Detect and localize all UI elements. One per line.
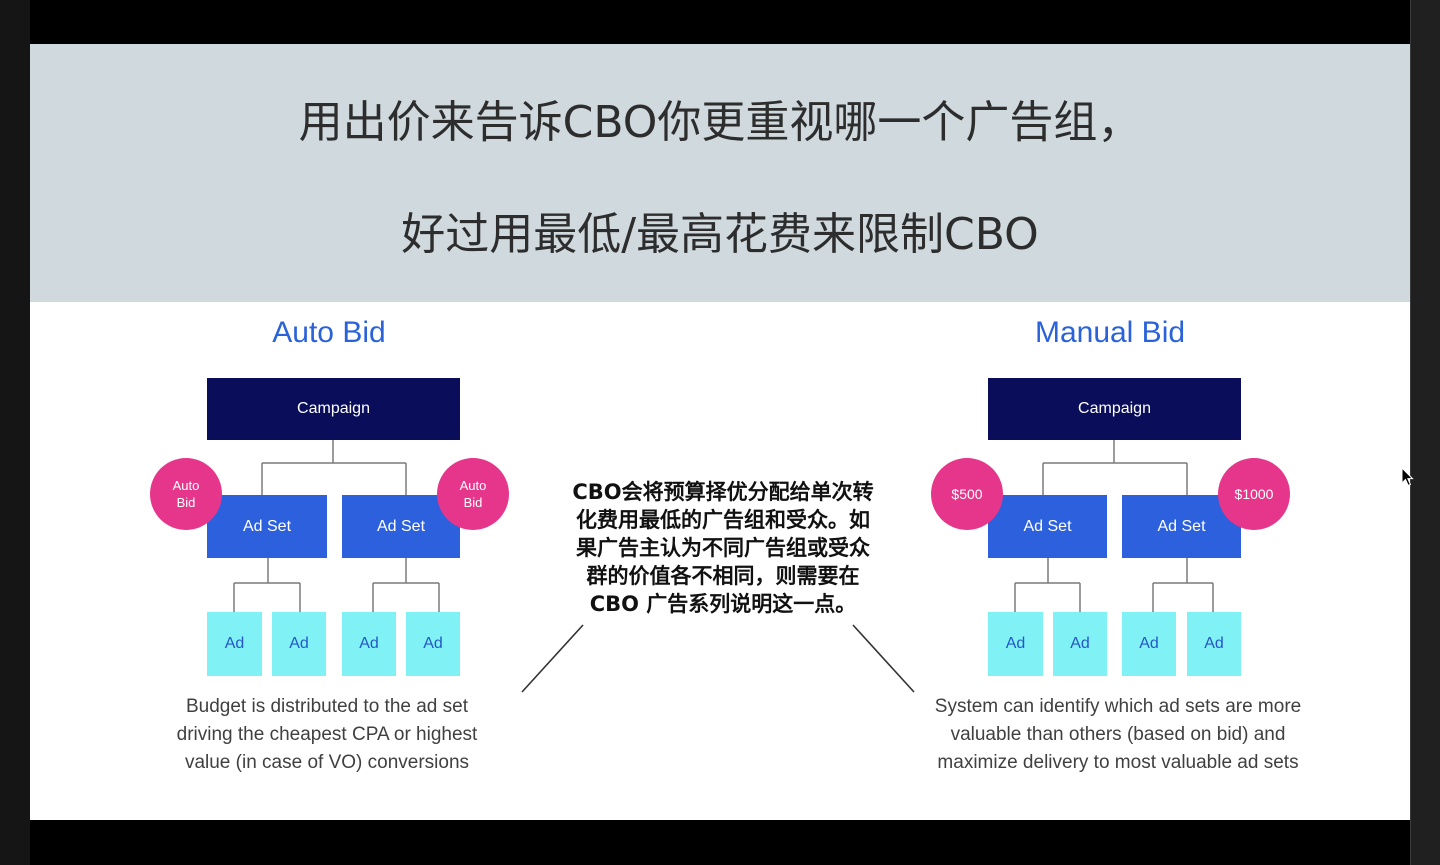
auto-ad-box-3: Ad xyxy=(342,612,396,676)
manual-bid-badge-1: $500 xyxy=(931,458,1003,530)
note-line: CBO会将预算择优分配给单次转 xyxy=(572,480,874,504)
note-line: 化费用最低的广告组和受众。如 xyxy=(576,508,870,532)
manual-bid-badge-2: $1000 xyxy=(1218,458,1290,530)
caption-line: maximize delivery to most valuable ad se… xyxy=(937,752,1299,773)
auto-campaign-box: Campaign xyxy=(207,378,460,440)
manual-bid-heading: Manual Bid xyxy=(1034,316,1186,349)
auto-ad-box-2: Ad xyxy=(272,612,326,676)
auto-ad-box-1: Ad xyxy=(207,612,262,676)
manual-ad-box-4: Ad xyxy=(1187,612,1241,676)
manual-adset-box-1: Ad Set xyxy=(988,495,1107,558)
slide-title-line-1: 用出价来告诉CBO你更重视哪一个广告组， xyxy=(298,97,1142,148)
manual-ad-box-2: Ad xyxy=(1053,612,1107,676)
auto-bid-caption: Budget is distributed to the ad set driv… xyxy=(127,693,527,777)
auto-bid-heading: Auto Bid xyxy=(272,316,386,349)
badge-line: Auto xyxy=(459,478,487,493)
auto-bid-badge-2: Auto Bid xyxy=(437,458,509,530)
caption-line: valuable than others (based on bid) and xyxy=(950,724,1286,745)
badge-line: Bid xyxy=(176,495,196,510)
badge-amount: $500 xyxy=(951,485,983,502)
badge-amount: $1000 xyxy=(1234,485,1274,502)
letterbox-top xyxy=(30,0,1410,44)
mouse-cursor-icon xyxy=(1401,467,1414,487)
slide-header-band xyxy=(30,44,1410,302)
note-line: 果广告主认为不同广告组或受众 xyxy=(576,536,870,560)
note-line: 群的价值各不相同，则需要在 xyxy=(586,564,860,588)
manual-ad-box-3: Ad xyxy=(1122,612,1176,676)
auto-bid-badge-1: Auto Bid xyxy=(150,458,222,530)
center-explanation-note: CBO会将预算择优分配给单次转 化费用最低的广告组和受众。如 果广告主认为不同广… xyxy=(503,478,943,618)
slide-title-line-2: 好过用最低/最高花费来限制CBO xyxy=(401,209,1039,260)
letterbox-bottom xyxy=(30,820,1410,865)
auto-adset-box-1: Ad Set xyxy=(207,495,327,558)
note-line: CBO 广告系列说明这一点。 xyxy=(589,592,857,616)
manual-bid-caption: System can identify which ad sets are mo… xyxy=(893,693,1343,777)
screen-right-edge xyxy=(1410,0,1440,865)
badge-line: Auto xyxy=(172,478,200,493)
manual-campaign-box: Campaign xyxy=(988,378,1241,440)
screen-left-edge xyxy=(0,0,30,865)
auto-ad-box-4: Ad xyxy=(406,612,460,676)
caption-line: driving the cheapest CPA or highest xyxy=(176,724,478,745)
manual-ad-box-1: Ad xyxy=(988,612,1043,676)
badge-line: Bid xyxy=(463,495,483,510)
caption-line: value (in case of VO) conversions xyxy=(184,752,470,773)
caption-line: Budget is distributed to the ad set xyxy=(185,696,468,717)
caption-line: System can identify which ad sets are mo… xyxy=(934,696,1302,717)
